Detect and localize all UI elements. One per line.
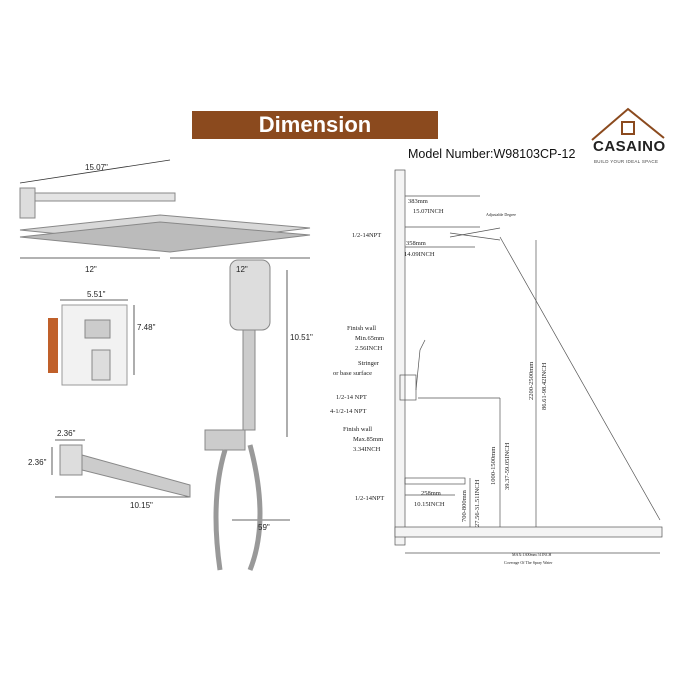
cad-finish-wall-max: Finish wall [343,426,372,433]
dim-spout-width: 2.36" [57,429,76,438]
cad-spout-in: 10.15INCH [414,501,445,508]
dim-valve-width: 5.51" [87,290,106,299]
cad-finish-wall-min-in: 2.56INCH [355,345,383,352]
cad-arm-mm: 383mm [408,198,428,205]
cad-spout-mm: 258mm [421,490,441,497]
cad-npt-4: 4-1/2-14 NPT [330,408,366,415]
cad-coverage: Coverage Of The Spray Water [504,560,553,565]
dimension-banner: Dimension [192,111,438,139]
brand-name: CASAINO [593,138,666,155]
cad-arm-in: 15.07INCH [413,208,444,215]
cad-reach-in: 14.09INCH [404,251,435,258]
cad-height-in: 86.61-98.42INCH [541,362,548,410]
cad-finish-wall-max-in: 3.34INCH [353,446,381,453]
cad-stringer: Stringer [358,360,380,367]
cad-adjustable-degree: Adjustable Degree [486,212,516,217]
brand-tagline: BUILD YOUR IDEAL SPACE [594,159,659,164]
cad-reach-mm: 358mm [406,240,426,247]
dim-head-width-1: 12" [85,265,97,274]
dim-valve-height: 7.48" [137,323,156,332]
hand-shower [204,259,271,571]
model-number: Model Number:W98103CP-12 [408,147,576,161]
cad-npt-top: 1/2-14NPT [352,232,381,239]
cad-npt-mid: 1/2-14 NPT [336,394,367,401]
cad-finish-wall-min-mm: Min.65mm [355,335,384,342]
dim-arm: 15.07" [85,163,108,172]
dim-spout-height: 2.36" [28,458,47,467]
cad-finish-wall-max-mm: Max.85mm [353,436,383,443]
tub-spout [59,444,191,498]
cad-finish-wall-min: Finish wall [347,325,376,332]
dim-head-width-2: 12" [236,265,248,274]
dim-hose: 59" [258,523,270,532]
cad-drawing [394,169,663,554]
dim-spout-length: 10.15" [130,501,153,510]
cad-spout-height-in: 27.56-31.51INCH [474,479,481,527]
cad-spout-height-mm: 700-800mm [461,490,468,522]
valve-trim [48,304,128,386]
cad-npt-bottom: 1/2-14NPT [355,495,384,502]
cad-valve-height-mm: 1000-1500mm [490,447,497,485]
rain-shower-head [19,187,311,253]
brand-logo-icon [591,107,665,141]
cad-base-surface: or base surface [333,370,372,377]
cad-height-mm: 2200-2500mm [528,362,535,400]
cad-coverage-max: MAX:1300mm 51INCH [512,552,552,557]
dim-handheld-height: 10.51" [290,333,313,342]
cad-valve-height-in: 39.37-59.05INCH [504,442,511,490]
